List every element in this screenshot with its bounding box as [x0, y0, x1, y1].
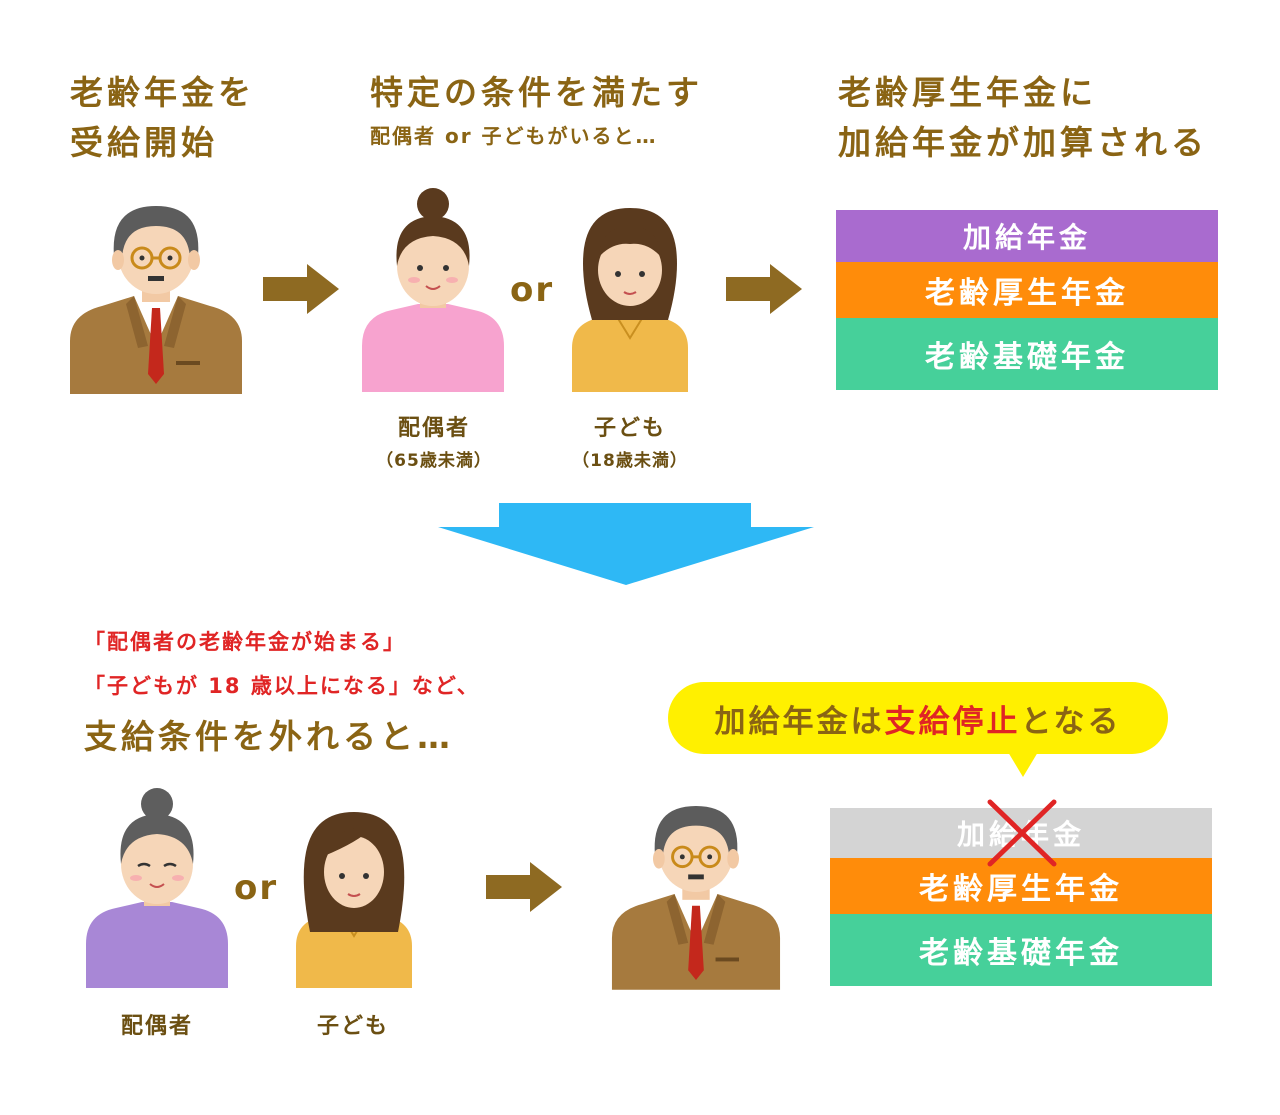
flow-arrow-2 [726, 264, 802, 314]
flow-arrow-3 [486, 862, 562, 912]
child-label-top: 子ども [593, 416, 666, 441]
child-illustration-bottom [296, 812, 412, 988]
step2-title: 特定の条件を満たす [370, 73, 703, 112]
kakyu-band-top: 加給年金 [836, 210, 1218, 262]
step3-line2: 加給年金が加算される [838, 123, 1208, 162]
kiso-label-bottom: 老齢基礎年金 [919, 936, 1123, 971]
spouse-condition: （65歳未満） [376, 451, 492, 471]
spouse-illustration-bottom [86, 788, 228, 988]
step2-heading: 特定の条件を満たす 配偶者 or 子どもがいると… [370, 68, 703, 149]
child-caption-top: 子ども （18歳未満） [558, 410, 702, 471]
bubble-emphasis: 支給停止 [884, 703, 1021, 740]
stop-conditions: 「配偶者の老齢年金が始まる」 「子どもが 18 歳以上になる」など、 支給条件を… [84, 620, 480, 762]
kiso-band-top: 老齢基礎年金 [836, 318, 1218, 390]
kiso-label-top: 老齢基礎年金 [925, 340, 1129, 375]
retiree-illustration-bottom [610, 796, 782, 990]
step1-heading: 老齢年金を 受給開始 [70, 68, 255, 168]
transition-arrow [438, 503, 814, 585]
arrow-down-icon [438, 503, 814, 585]
flow-arrow-1 [263, 264, 339, 314]
spouse-label-bottom: 配偶者 [120, 1014, 193, 1039]
spouse-caption-top: 配偶者 （65歳未満） [362, 410, 506, 471]
retiree-icon [70, 206, 242, 394]
step2-subtitle: 配偶者 or 子どもがいると… [370, 124, 658, 148]
kosei-band-top: 老齢厚生年金 [836, 262, 1218, 318]
kosei-label-bottom: 老齢厚生年金 [919, 872, 1123, 907]
child-illustration-top [572, 208, 688, 392]
adult-child-icon [296, 812, 412, 988]
spouse-label-top: 配偶者 [397, 416, 470, 441]
step1-line1: 老齢年金を [70, 73, 255, 112]
kosei-band-bottom: 老齢厚生年金 [830, 858, 1212, 914]
retiree-illustration [68, 196, 244, 394]
spouse-icon [362, 188, 504, 392]
child-icon [572, 208, 688, 392]
bottom-heading: 支給条件を外れると… [84, 717, 454, 756]
cross-mark-icon [987, 799, 1057, 867]
kiso-band-bottom: 老齢基礎年金 [830, 914, 1212, 986]
kosei-label-top: 老齢厚生年金 [925, 276, 1129, 311]
child-label-bottom: 子ども [316, 1014, 389, 1039]
condition-child-age: 「子どもが 18 歳以上になる」など、 [84, 674, 480, 698]
pension-stack-bottom: 加給年金 老齢厚生年金 老齢基礎年金 [830, 799, 1212, 986]
spouse-illustration-top [362, 188, 504, 392]
bubble-text: 加給年金は支給停止となる [668, 682, 1168, 754]
kakyu-label-top: 加給年金 [962, 221, 1091, 254]
or-label-top: or [510, 270, 555, 310]
step3-line1: 老齢厚生年金に [838, 73, 1097, 112]
arrow-right-icon [263, 264, 339, 314]
bubble-part1: 加給年金は [714, 703, 885, 740]
elderly-spouse-icon [86, 788, 228, 988]
condition-spouse-pension: 「配偶者の老齢年金が始まる」 [84, 630, 406, 654]
pension-stack-top: 加給年金 老齢厚生年金 老齢基礎年金 [836, 210, 1218, 390]
retiree-icon [611, 806, 781, 990]
bubble-shape [668, 682, 1168, 777]
bubble-part2: となる [1020, 703, 1122, 740]
step1-line2: 受給開始 [70, 123, 218, 162]
child-condition: （18歳未満） [572, 451, 688, 471]
step3-heading: 老齢厚生年金に 加給年金が加算される [838, 68, 1208, 168]
or-label-bottom: or [234, 868, 279, 908]
arrow-right-icon [726, 264, 802, 314]
arrow-right-icon [486, 862, 562, 912]
